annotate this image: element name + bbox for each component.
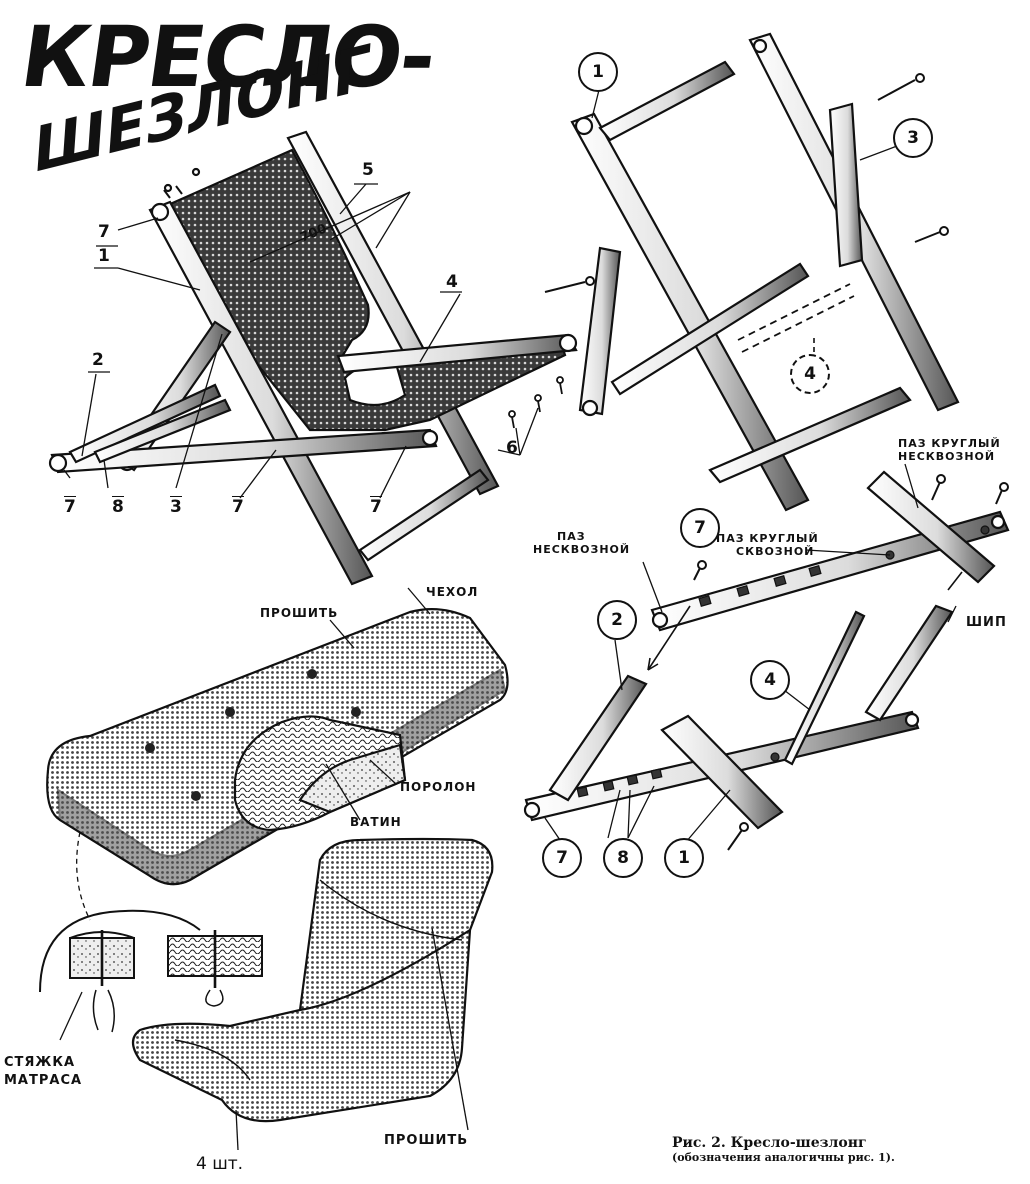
label-proshit-bottom: ПРОШИТЬ bbox=[384, 1133, 469, 1148]
exploded-frame bbox=[544, 32, 960, 512]
tuft-detail bbox=[39, 909, 263, 1041]
chair-label-8: 8 bbox=[112, 496, 124, 517]
parts-callout-1: 1 bbox=[664, 838, 704, 878]
chair-label-6: 6 bbox=[506, 438, 518, 458]
parts-detail bbox=[523, 463, 1010, 851]
label-quantity: 4 шт. bbox=[196, 1154, 244, 1174]
figure-caption: Рис. 2. Кресло-шезлонг (обозначения анал… bbox=[672, 1135, 895, 1164]
cushion bbox=[131, 837, 494, 1151]
chair-label-7-mid: 7 bbox=[232, 496, 244, 517]
mattress bbox=[46, 587, 509, 921]
label-porolon: ПОРОЛОН bbox=[400, 780, 477, 794]
chair-label-3: 3 bbox=[170, 496, 182, 517]
frame-callout-3: 3 bbox=[893, 118, 933, 158]
frame-callout-4: 4 bbox=[790, 354, 830, 394]
chair-label-1: 1 bbox=[98, 246, 110, 266]
parts-callout-2: 2 bbox=[597, 600, 637, 640]
parts-callout-7-bottom: 7 bbox=[542, 838, 582, 878]
chair-label-7-right: 7 bbox=[370, 496, 382, 517]
parts-callout-4: 4 bbox=[750, 660, 790, 700]
chair-label-5: 5 bbox=[362, 160, 374, 180]
frame-callout-1: 1 bbox=[578, 52, 618, 92]
label-vatin: ВАТИН bbox=[350, 815, 402, 829]
label-paz-neskvoznoy: ПАЗ НЕСКВОЗНОЙ bbox=[533, 530, 631, 556]
chair-label-7-left: 7 bbox=[64, 496, 76, 517]
label-paz-kruglyy-skvoznoy: ПАЗ КРУГЛЫЙ СКВОЗНОЙ bbox=[716, 532, 819, 558]
label-proshit-top: ПРОШИТЬ bbox=[260, 606, 339, 620]
parts-callout-8: 8 bbox=[603, 838, 643, 878]
chair-label-4: 4 bbox=[446, 272, 458, 292]
parts-callout-7-top: 7 bbox=[680, 508, 720, 548]
label-chehol: ЧЕХОЛ bbox=[426, 585, 479, 599]
chair-label-2: 2 bbox=[92, 350, 104, 370]
label-paz-kruglyy-neskvoznoy: ПАЗ КРУГЛЫЙ НЕСКВОЗНОЙ bbox=[898, 437, 1001, 463]
assembled-chair bbox=[48, 130, 578, 586]
label-ship: ШИП bbox=[966, 615, 1007, 630]
label-styazhka-matrasa: СТЯЖКА МАТРАСА bbox=[4, 1055, 83, 1088]
chair-label-7-top: 7 bbox=[98, 222, 110, 242]
